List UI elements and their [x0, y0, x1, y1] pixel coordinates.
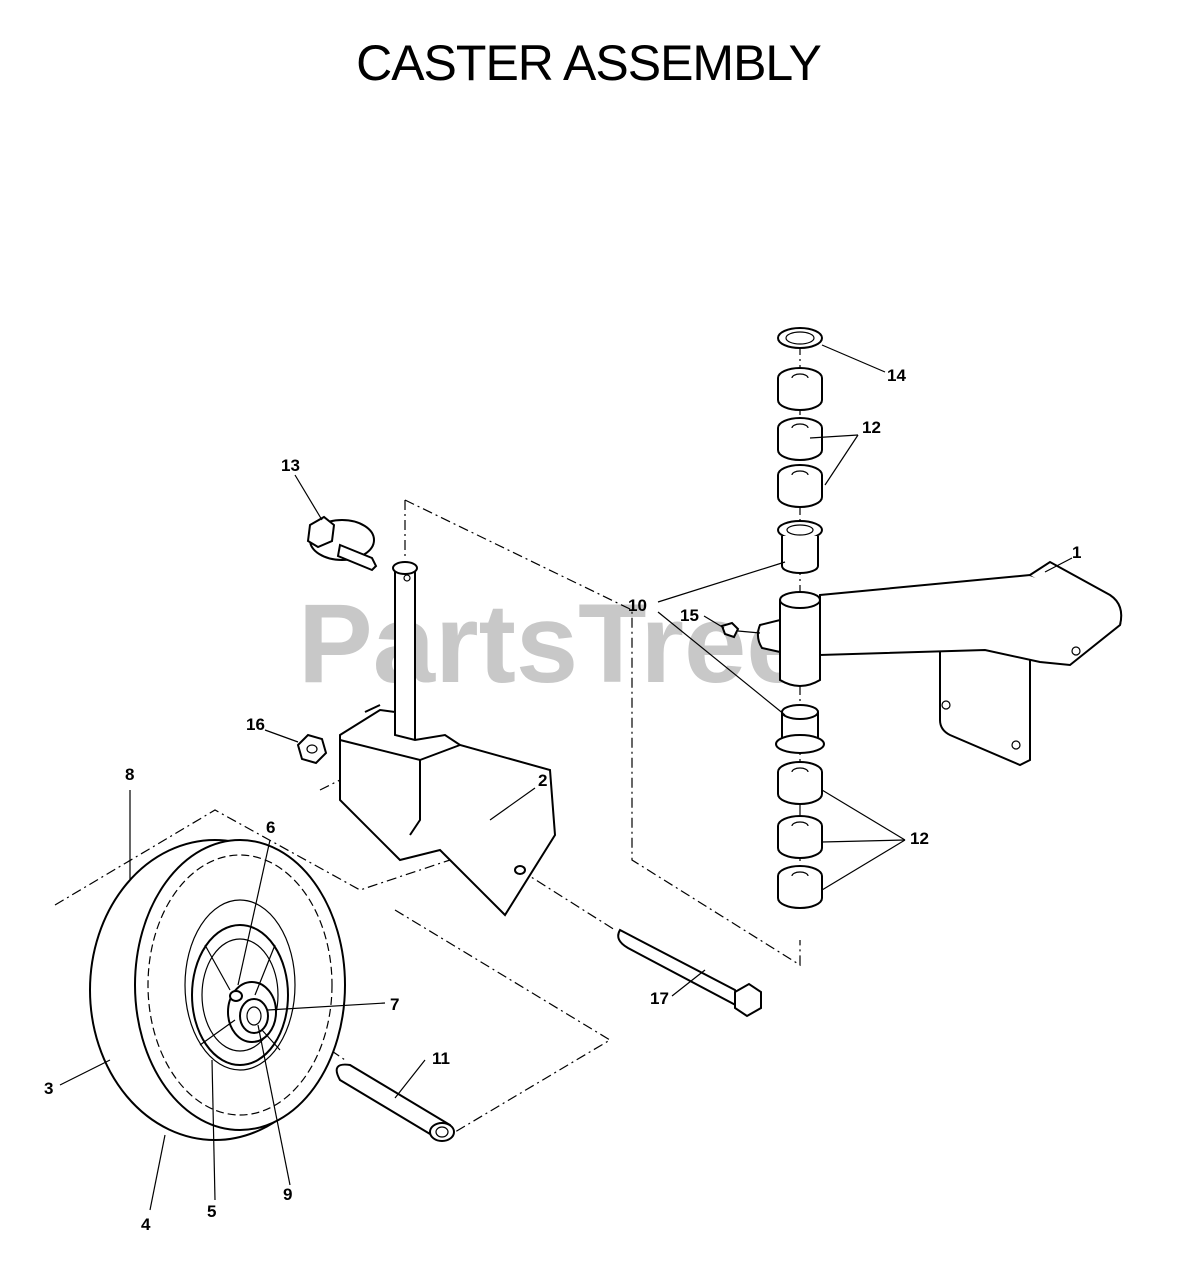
- callout-1: 1: [1072, 543, 1081, 562]
- callout-7: 7: [390, 995, 399, 1014]
- callout-6: 6: [266, 818, 275, 837]
- lock-nut-part: [296, 733, 328, 765]
- caster-arm-part: [756, 560, 1123, 767]
- spacer-stack-upper: [777, 367, 823, 508]
- caster-fork-part: [339, 561, 557, 917]
- caster-wheel-assembly: [89, 839, 346, 1141]
- spacer-tube-part: [335, 1063, 455, 1142]
- thrust-washer-part: [777, 327, 823, 349]
- grease-fitting-part: [720, 621, 761, 639]
- callout-12-lower: 12: [910, 829, 929, 848]
- callout-2: 2: [538, 771, 547, 790]
- callout-15: 15: [680, 606, 699, 625]
- upper-bushing-part: [777, 520, 823, 574]
- callout-14: 14: [887, 366, 906, 385]
- callout-4: 4: [141, 1215, 151, 1234]
- watermark-text: PartsTree: [298, 581, 809, 706]
- leader-lines: [59, 344, 1073, 1211]
- callout-11: 11: [432, 1049, 450, 1068]
- callout-3: 3: [44, 1079, 53, 1098]
- callout-9: 9: [283, 1185, 292, 1204]
- diagram-title: CASTER ASSEMBLY: [356, 35, 822, 91]
- callout-13: 13: [281, 456, 300, 475]
- lynch-pin-part: [306, 515, 378, 572]
- callout-17: 17: [650, 989, 669, 1008]
- callout-8: 8: [125, 765, 134, 784]
- lower-bushing-part: [775, 704, 825, 754]
- callout-12-upper: 12: [862, 418, 881, 437]
- callout-labels: 1 2 3 4 5 6 7 8 9 10 11 12 12 13 14 15 1…: [44, 366, 1081, 1234]
- spacer-stack-lower: [777, 761, 823, 909]
- callout-16: 16: [246, 715, 265, 734]
- callout-10: 10: [628, 596, 647, 615]
- axle-bolt-part: [617, 928, 762, 1018]
- assembly-centerlines: [54, 345, 801, 1136]
- callout-5: 5: [207, 1202, 216, 1221]
